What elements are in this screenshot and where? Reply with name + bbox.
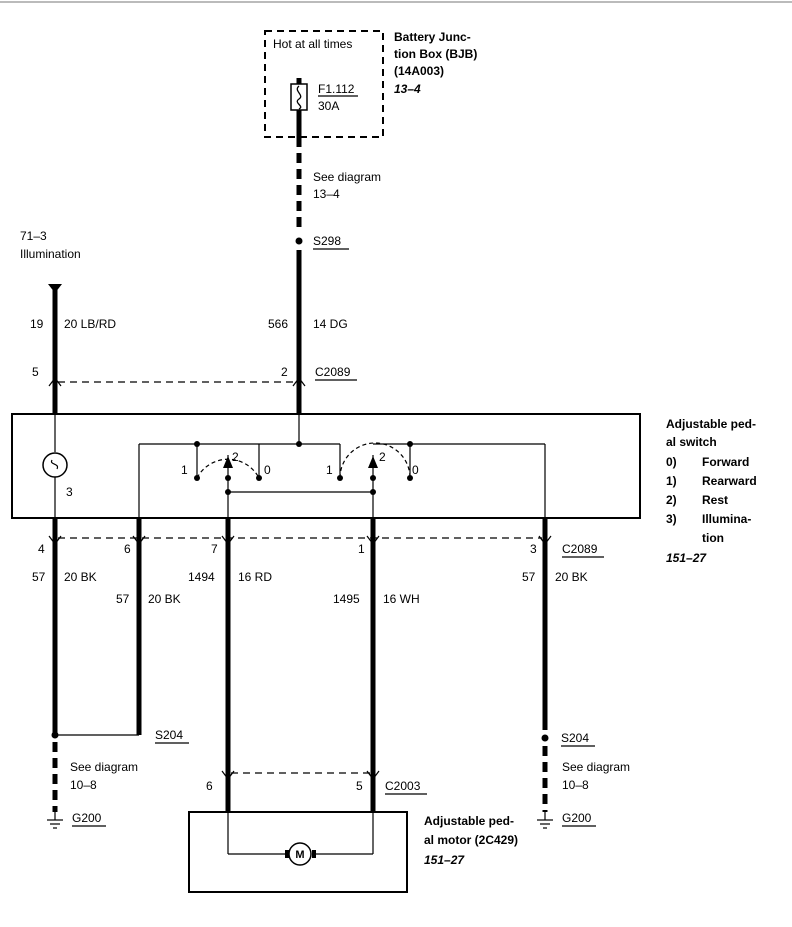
switch-contact-left-icon — [194, 441, 262, 495]
wire-4-color: 20 BK — [64, 570, 97, 584]
wire-4-circuit: 57 — [32, 570, 46, 584]
switch-ref: 151–27 — [666, 551, 707, 565]
wire-7-circuit: 1494 — [188, 570, 215, 584]
switch-internal-wiring — [138, 414, 546, 518]
connector-bottom-pin-7: 7 — [211, 542, 218, 556]
connector-bottom-name: C2089 — [562, 542, 598, 556]
lamp-pin-label: 3 — [66, 485, 73, 499]
connector-motor-pin-left: 6 — [206, 779, 213, 793]
illumination-arrow-icon — [48, 284, 62, 293]
lamp-icon — [42, 452, 68, 478]
contact-left-2: 2 — [232, 450, 239, 464]
switch-box — [11, 413, 641, 519]
splice-right-label: S204 — [561, 731, 589, 745]
motor-icon — [285, 842, 316, 866]
bjb-title-2: tion Box (BJB) — [394, 47, 477, 61]
center-circuit: 566 — [268, 317, 288, 331]
switch-pos-0-label: Forward — [702, 455, 749, 469]
motor-ref: 151–27 — [424, 853, 465, 867]
see-diagram-top-2: 13–4 — [313, 187, 340, 201]
switch-title-1: Adjustable ped- — [666, 417, 756, 431]
switch-pos-3-num: 3) — [666, 512, 677, 526]
motor-symbol: M — [295, 849, 304, 861]
connector-top-pin-right: 2 — [281, 365, 288, 379]
bjb-hot-label: Hot at all times — [273, 37, 352, 51]
bjb-title-3: (14A003) — [394, 64, 444, 78]
fuse-icon — [290, 78, 308, 111]
wire-1-color: 16 WH — [383, 592, 420, 606]
connector-bottom-pin-4: 4 — [38, 542, 45, 556]
see-diagram-right-1: See diagram — [562, 760, 630, 774]
bjb-ref: 13–4 — [394, 82, 421, 96]
connector-motor-pins-icon — [221, 770, 380, 780]
connector-top-name: C2089 — [315, 365, 351, 379]
contact-right-0: 0 — [412, 463, 419, 477]
switch-pos-2-num: 2) — [666, 493, 677, 507]
connector-bottom-pin-3: 3 — [530, 542, 537, 556]
connector-top-pin-left: 5 — [32, 365, 39, 379]
switch-pos-1-num: 1) — [666, 474, 677, 488]
motor-box — [188, 811, 408, 893]
splice-s298-dot — [295, 237, 303, 245]
see-diagram-right-2: 10–8 — [562, 778, 589, 792]
connector-top-pin2-icon — [292, 377, 306, 387]
wire-3-circuit: 57 — [522, 570, 536, 584]
switch-pos-3-cont: tion — [702, 531, 724, 545]
wire-1-circuit: 1495 — [333, 592, 360, 606]
see-diagram-left-1: See diagram — [70, 760, 138, 774]
contact-right-1: 1 — [326, 463, 333, 477]
left-circuit: 19 — [30, 317, 44, 331]
ground-left-icon — [47, 812, 63, 829]
switch-contact-right-icon — [296, 441, 413, 495]
bjb-title-1: Battery Junc- — [394, 30, 471, 44]
fuse-id: F1.112 — [318, 82, 355, 96]
switch-title-2: al switch — [666, 435, 717, 449]
fuse-rating: 30A — [318, 99, 339, 113]
connector-top-pin5-icon — [48, 377, 62, 387]
splice-right-dot — [541, 734, 549, 742]
left-color: 20 LB/RD — [64, 317, 116, 331]
connector-motor-name: C2003 — [385, 779, 421, 793]
connector-bottom-pin-6: 6 — [124, 542, 131, 556]
center-color: 14 DG — [313, 317, 348, 331]
wire-7-color: 16 RD — [238, 570, 272, 584]
splice-left-label: S204 — [155, 728, 183, 742]
illumination-label: Illumination — [20, 247, 81, 261]
ground-left-label: G200 — [72, 811, 102, 825]
ground-right-label: G200 — [562, 811, 592, 825]
contact-left-1: 1 — [181, 463, 188, 477]
switch-pos-0-num: 0) — [666, 455, 677, 469]
splice-s298-label: S298 — [313, 234, 341, 248]
connector-bottom-pin-1: 1 — [358, 542, 365, 556]
wire-6-circuit: 57 — [116, 592, 130, 606]
bjb-box — [264, 30, 384, 138]
wire-6-color: 20 BK — [148, 592, 181, 606]
illumination-ref: 71–3 — [20, 229, 47, 243]
motor-title-1: Adjustable ped- — [424, 814, 514, 828]
contact-right-2: 2 — [379, 450, 386, 464]
contact-left-0: 0 — [264, 463, 271, 477]
switch-pos-2-label: Rest — [702, 493, 728, 507]
motor-title-2: al motor (2C429) — [424, 833, 518, 847]
see-diagram-left-2: 10–8 — [70, 778, 97, 792]
connector-motor-pin-right: 5 — [356, 779, 363, 793]
switch-pos-1-label: Rearward — [702, 474, 757, 488]
see-diagram-top-1: See diagram — [313, 170, 381, 184]
ground-right-icon — [537, 812, 553, 829]
wire-3-color: 20 BK — [555, 570, 588, 584]
switch-pos-3-label: Illumina- — [702, 512, 751, 526]
